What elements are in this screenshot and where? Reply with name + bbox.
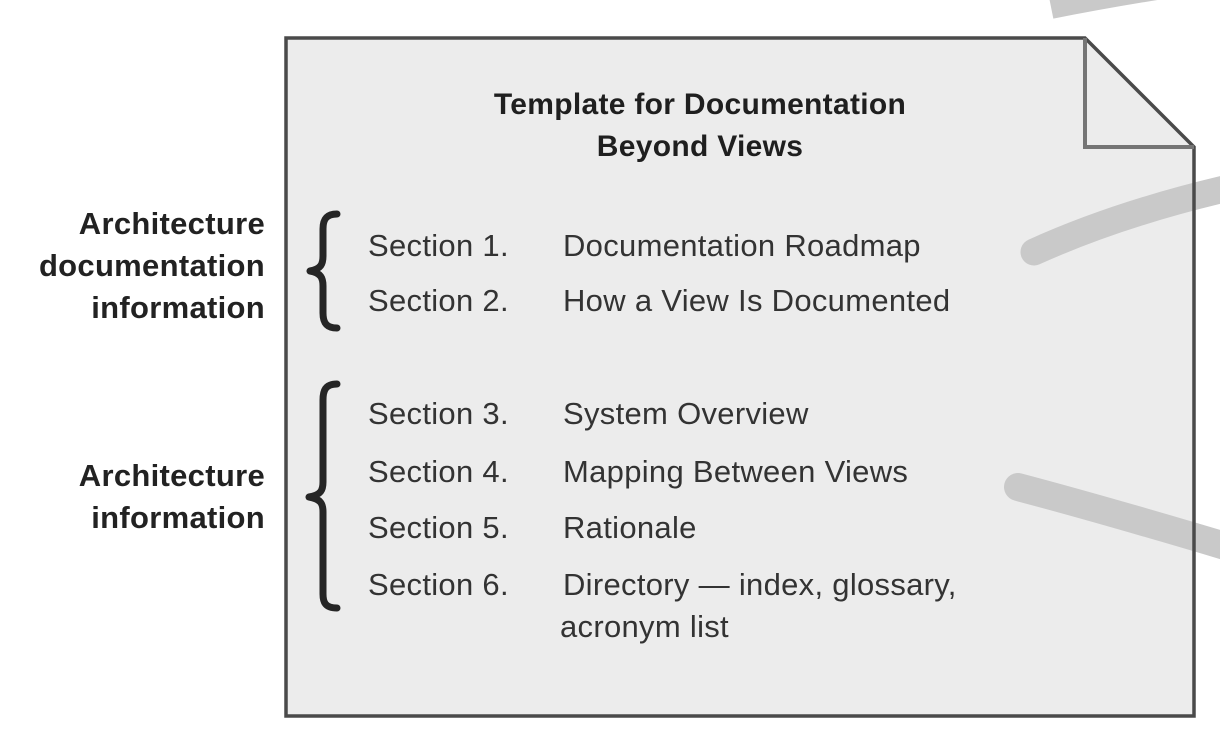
group-label-line: information: [91, 500, 265, 535]
swoosh-top-corner-decoration: [1049, 0, 1158, 19]
group-label-line: Architecture: [78, 206, 265, 241]
section-text: How a View Is Documented: [563, 283, 951, 318]
section-row-4: Section 4. Mapping Between Views: [368, 455, 908, 489]
section-text: Directory — index, glossary,: [563, 567, 957, 602]
section-number: Section 5.: [368, 510, 509, 545]
section-text: Rationale: [563, 510, 697, 545]
swoosh-upper-right-decoration: [1020, 176, 1220, 266]
group-label-line: information: [91, 290, 265, 325]
document-sheet: [286, 38, 1194, 716]
section-text: System Overview: [563, 396, 809, 431]
document-title-line-2: Beyond Views: [596, 130, 804, 163]
group-label-line: Architecture: [78, 458, 265, 493]
section-row-1: Section 1. Documentation Roadmap: [368, 229, 921, 263]
section-number: Section 4.: [368, 454, 509, 489]
section-row-2: Section 2. How a View Is Documented: [368, 284, 950, 318]
curly-brace-group-1: [306, 210, 341, 332]
section-row-6: Section 6. Directory — index, glossary,: [368, 568, 957, 602]
curly-brace-group-2: [305, 380, 341, 612]
document-title-line-1: Template for Documentation: [493, 88, 907, 121]
section-row-5: Section 5. Rationale: [368, 511, 697, 545]
dog-ear-fold: [1083, 38, 1194, 149]
section-number: Section 2.: [368, 283, 509, 318]
section-number: Section 3.: [368, 396, 509, 431]
group-label-architecture-information: Architecture information: [0, 455, 265, 539]
swoosh-lower-right-decoration: [1004, 473, 1220, 560]
section-text: Documentation Roadmap: [563, 228, 921, 263]
section-number: Section 1.: [368, 228, 509, 263]
group-label-architecture-documentation-information: Architecture documentation information: [0, 203, 265, 329]
document-title: Template for Documentation Beyond Views: [350, 84, 1050, 168]
group-label-line: documentation: [38, 248, 265, 283]
section-text: Mapping Between Views: [563, 454, 909, 489]
section-row-3: Section 3. System Overview: [368, 397, 809, 431]
section-6-text-continuation: acronym list: [560, 609, 729, 644]
document-sheet-outline: [284, 36, 1196, 718]
section-number: Section 6.: [368, 567, 509, 602]
